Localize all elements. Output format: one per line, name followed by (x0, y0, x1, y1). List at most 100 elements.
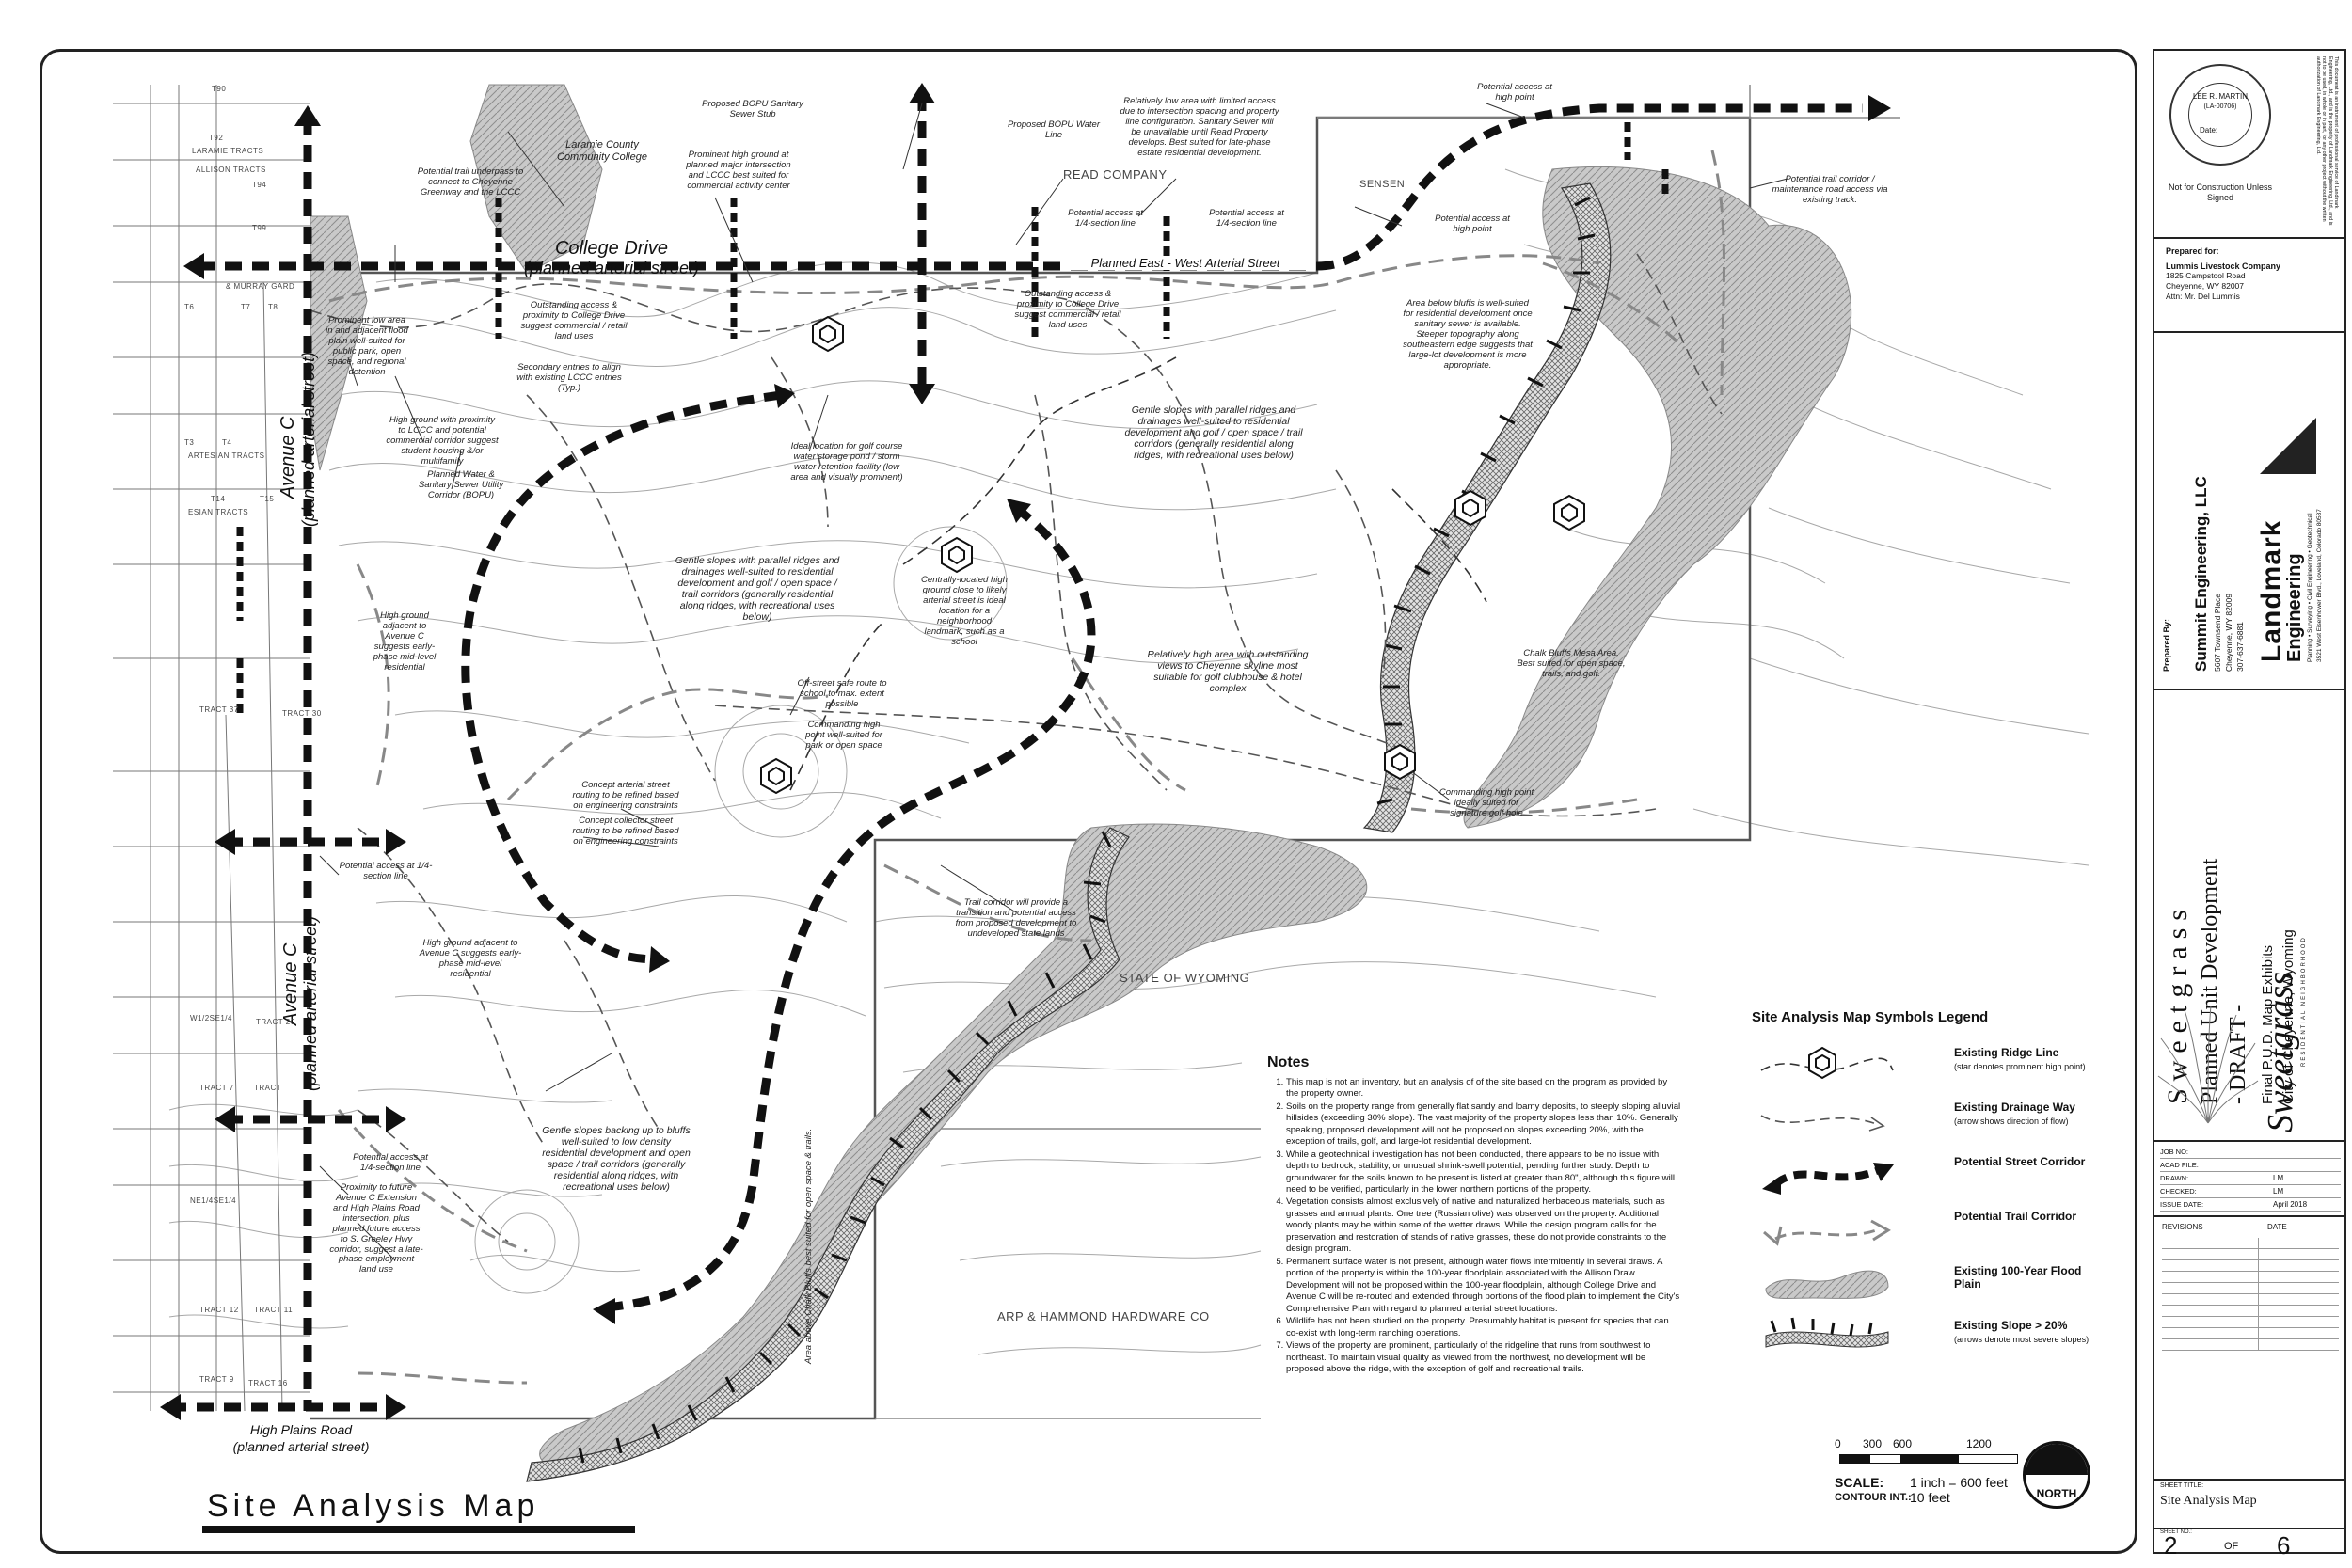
steep-slope-bands (526, 182, 1612, 1482)
legend-title: Site Analysis Map Symbols Legend (1752, 1009, 1989, 1025)
tract-label: T8 (268, 303, 278, 311)
field-label: CHECKED: (2160, 1187, 2197, 1196)
high-point-star[interactable] (1553, 494, 1585, 531)
field-row: CHECKED: LM (2160, 1187, 2341, 1198)
map-annotation: High ground adjacent to Avenue C suggest… (373, 610, 437, 673)
tract-label: T99 (252, 224, 267, 232)
tract-label: TRACT 20 (256, 1018, 295, 1026)
client-attn: Attn: Mr. Del Lummis (2166, 292, 2240, 302)
slope-icon (1765, 1317, 1889, 1348)
map-annotation: Ideal location for golf course water sto… (790, 441, 903, 483)
map-annotation: Gentle slopes with parallel ridges and d… (1124, 404, 1303, 462)
grass-logo-icon (2157, 1005, 2259, 1124)
tract-label: & MURRAY GARD (226, 282, 295, 291)
high-point-markers[interactable] (760, 315, 1585, 795)
tract-label: TRACT 9 (199, 1375, 234, 1384)
contour-label: CONTOUR INT.: (1835, 1492, 1912, 1503)
planned-east-west-corridor[interactable] (1316, 103, 1863, 271)
seal-name: LEE R. MARTIN (2192, 92, 2249, 101)
field-row: JOB NO: (2160, 1148, 2341, 1159)
high-point-star[interactable] (812, 315, 844, 353)
seal-stamp-icon: LEE R. MARTIN (LA-00706) Date: (2169, 64, 2271, 166)
slope-arrows (578, 196, 1596, 1464)
map-annotation: Potential access at high point (1435, 214, 1510, 234)
prepared-by-heading: Prepared By: (2162, 618, 2171, 672)
map-annotation: Concept arterial street routing to be re… (572, 780, 679, 811)
legend-sub: (star denotes prominent high point) (1954, 1062, 2086, 1071)
map-annotation: Proximity to future Avenue C Extension a… (329, 1182, 423, 1275)
map-annotation: Concept collector street routing to be r… (572, 816, 679, 847)
note-item: Views of the property are prominent, par… (1286, 1340, 1681, 1375)
legend-label: Potential Street Corridor (1954, 1155, 2086, 1168)
job-fields-section: JOB NO: ACAD FILE: DRAWN:LM CHECKED:LM I… (2154, 1142, 2344, 1217)
high-plains-road-label: High Plains Road (249, 1422, 353, 1437)
street-corridor-icon (1762, 1163, 1894, 1195)
high-point-star[interactable] (760, 757, 792, 795)
brand-wordmark: Sweetgrass (2261, 972, 2300, 1132)
client-address: 1825 Campstool Road (2166, 271, 2246, 280)
map-annotation: Potential access at 1/4-section line (1209, 208, 1284, 229)
title-block: LEE R. MARTIN (LA-00706) Date: Not for C… (2153, 49, 2346, 1558)
prepared-for-section: Prepared for: Lummis Livestock Company 1… (2154, 239, 2344, 333)
high-plains-road-sub-label: (planned arterial street) (232, 1439, 370, 1454)
planned-east-west-label: Planned East - West Arterial Street (1063, 256, 1308, 270)
tract-label: ALLISON TRACTS (196, 166, 266, 174)
map-annotation: Commanding high point well-suited for pa… (805, 720, 882, 751)
map-annotation: Potential trail corridor / maintenance r… (1772, 174, 1888, 205)
field-row: DRAWN:LM (2160, 1174, 2341, 1185)
flood-plain-icon (1765, 1270, 1889, 1300)
map-annotation: Proposed BOPU Sanitary Sewer Stub (702, 99, 803, 119)
tract-label: T3 (184, 438, 195, 447)
sheet-title-section: SHEET TITLE: Site Analysis Map (2154, 1481, 2344, 1529)
scale-label: SCALE: (1835, 1475, 1884, 1490)
north-arrow-icon: NORTH (2023, 1441, 2090, 1509)
owner-label: SENSEN (1359, 179, 1406, 190)
avenue-c-bottom-sub-label: (planned arterial street) (301, 915, 320, 1091)
map-annotation: Potential trail underpass to connect to … (417, 166, 524, 198)
ridge-lines (789, 356, 1487, 791)
disclaimer-text: This document is an instrument of profes… (2314, 56, 2339, 226)
tract-label: ARTESIAN TRACTS (188, 451, 265, 460)
legend-item-drainage: Existing Drainage Way(arrow shows direct… (1752, 1097, 2109, 1151)
arterial-loop-corridor[interactable] (461, 390, 782, 964)
notes-heading: Notes (1267, 1054, 1310, 1070)
revisions-section: REVISIONS DATE (2154, 1217, 2344, 1481)
legend-item-ridge: Existing Ridge Line (star denotes promine… (1752, 1042, 2109, 1097)
legend-item-flood: Existing 100-Year Flood Plain (1752, 1260, 2109, 1315)
tract-label: LARAMIE TRACTS (192, 147, 264, 155)
tract-label: TRACT 11 (254, 1306, 294, 1314)
scale-tick: 0 (1835, 1437, 1841, 1450)
legend-item-trail: Potential Trail Corridor (1752, 1206, 2109, 1260)
sheet-title-label: SHEET TITLE: (2160, 1482, 2204, 1489)
seal-date: Date: (2200, 126, 2218, 135)
client-address: Cheyenne, WY 82007 (2166, 281, 2245, 292)
map-annotation: High ground with proximity to LCCC and p… (386, 415, 499, 467)
sheet-number-section: SHEET NO.: 2 OF 6 (2154, 1529, 2344, 1558)
legend-label: Existing Ridge Line (1954, 1046, 2059, 1059)
seal-number: (LA-00706) (2203, 103, 2237, 110)
map-annotation: Potential access at 1/4-section line (339, 861, 433, 881)
note-item: Soils on the property range from general… (1286, 1101, 1681, 1148)
legend-label: Existing Drainage Way (1954, 1101, 2075, 1114)
map-annotation: Planned Water & Sanitary Sewer Utility C… (418, 469, 504, 500)
tract-label: TRACT 7 (199, 1084, 234, 1092)
client-name: Lummis Livestock Company (2166, 261, 2281, 271)
field-value: LM (2273, 1187, 2284, 1196)
tract-label: T4 (222, 438, 232, 447)
north-label: NORTH (2036, 1487, 2077, 1500)
central-arterial-corridor[interactable] (601, 504, 1096, 1312)
high-point-star[interactable] (1454, 489, 1486, 527)
legend-label: Existing 100-Year Flood Plain (1954, 1264, 2082, 1291)
map-annotation: Proposed BOPU Water Line (1007, 119, 1101, 140)
map-annotation: Potential access at high point (1477, 82, 1552, 103)
high-point-star[interactable] (1384, 743, 1416, 781)
map-annotation: Laramie County Community College (557, 139, 647, 163)
tract-label: T90 (212, 85, 227, 93)
field-value: April 2018 (2273, 1200, 2308, 1209)
sheet-title: Site Analysis Map (2160, 1494, 2257, 1508)
map-annotation: Chalk Bluffs Mesa Area. Best suited for … (1517, 648, 1626, 679)
high-point-star[interactable] (941, 536, 973, 574)
adjacent-boundaries (875, 85, 1900, 1419)
map-annotation: Commanding high point ideally suited for… (1438, 787, 1534, 818)
